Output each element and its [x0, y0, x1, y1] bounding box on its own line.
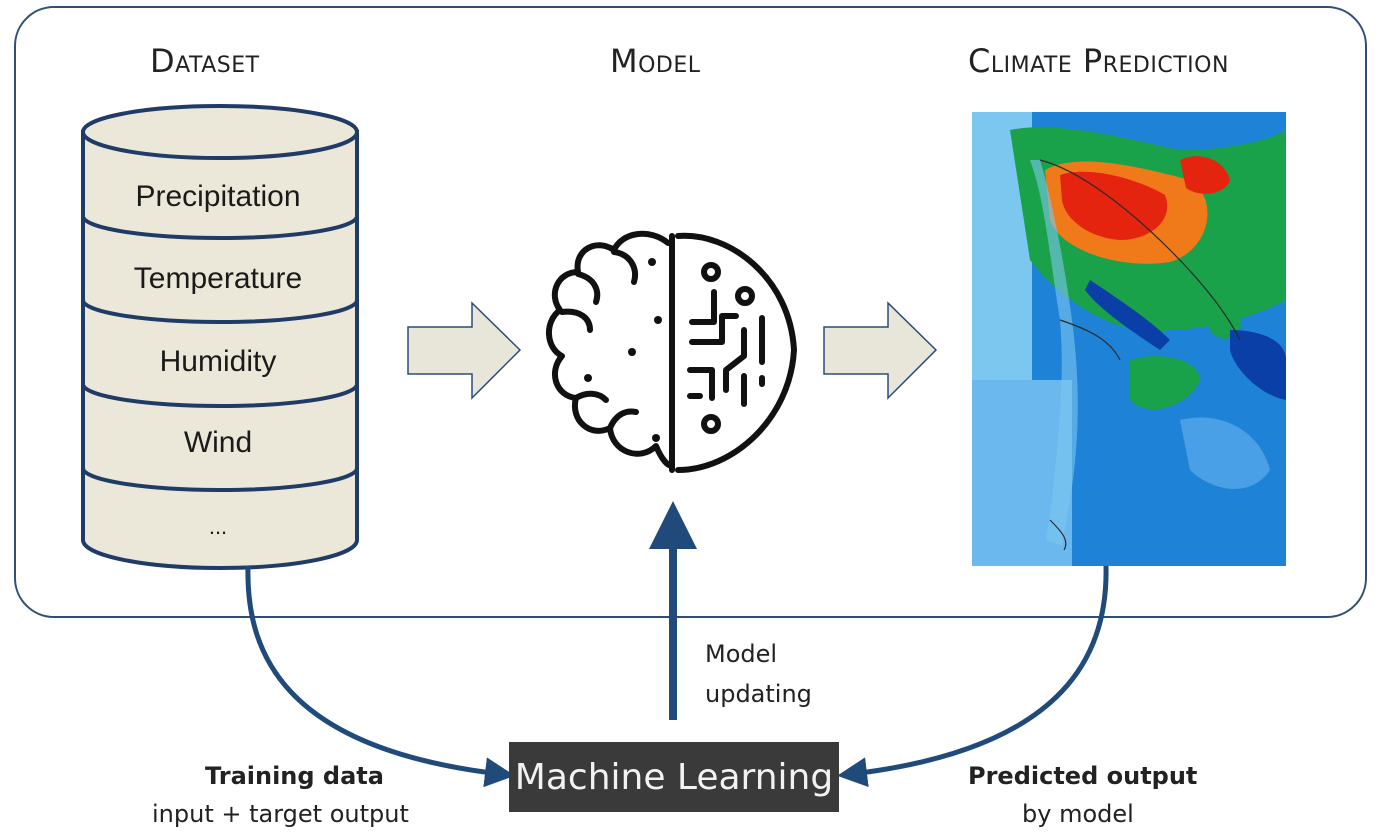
model-updating-line2: updating — [705, 680, 812, 708]
dataset-item-more: ... — [209, 514, 227, 539]
climate-prediction-heading: Climate Prediction — [968, 42, 1229, 80]
dataset-item-humidity: Humidity — [160, 345, 277, 378]
predicted-output-title: Predicted output — [968, 762, 1198, 790]
machine-learning-box: Machine Learning — [509, 742, 839, 812]
predicted-output-subtitle: by model — [1022, 800, 1134, 828]
training-data-title: Training data — [205, 762, 384, 790]
block-arrow-to-model — [407, 301, 522, 400]
training-data-subtitle: input + target output — [152, 800, 409, 828]
database-cylinder-icon: Precipitation Temperature Humidity Wind … — [81, 104, 359, 570]
model-heading: Model — [610, 42, 701, 80]
block-arrow-to-prediction — [823, 301, 938, 400]
predicted-output-arrow — [837, 565, 1109, 788]
dataset-item-precipitation: Precipitation — [135, 180, 300, 213]
climate-map-image — [972, 112, 1286, 566]
diagram-frame — [14, 6, 1367, 618]
model-updating-line1: Model — [705, 640, 778, 668]
dataset-heading: Dataset — [150, 42, 260, 80]
dataset-item-wind: Wind — [184, 426, 252, 459]
dataset-item-temperature: Temperature — [134, 262, 302, 295]
brain-circuit-icon — [546, 230, 797, 473]
training-data-arrow — [245, 565, 515, 788]
brain-dots — [584, 258, 662, 442]
